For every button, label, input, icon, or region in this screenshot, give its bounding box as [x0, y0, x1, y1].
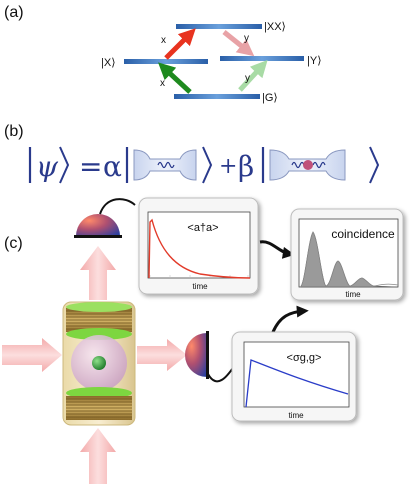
arrow-y-lower [238, 59, 268, 92]
quantum-dot [92, 356, 106, 370]
inset-cavity-photon-number: <a†a> time [138, 197, 259, 295]
coincidence-envelope [299, 231, 399, 288]
arrow-x-upper [164, 28, 196, 60]
arrow-x-lower-label: x [160, 78, 165, 89]
panel-a-label: (a) [4, 4, 24, 21]
inset-qd-population: <σg,g> time [231, 331, 357, 422]
arrow-x-upper-label: x [161, 35, 166, 46]
detector-top-icon [74, 214, 122, 238]
panel-b-label: (b) [4, 123, 24, 140]
micropillar-cavity [62, 301, 136, 426]
level-xx [176, 24, 262, 29]
level-y [220, 56, 304, 61]
psi-symbol: ψ [36, 150, 59, 183]
ket-angle-psi [59, 146, 70, 184]
beta-symbol: β [238, 150, 254, 183]
arrow-qd-to-coincidence [271, 305, 309, 333]
panel-c: (c) [2, 197, 404, 484]
top-bragg-mirror [66, 302, 132, 340]
qd-population-curve [245, 359, 349, 408]
panel-a: (a) |XX⟩ |X⟩ |Y⟩ |G⟩ x y x y [4, 4, 322, 104]
arrow-y-upper [222, 30, 255, 57]
wire-top-detector [99, 198, 136, 215]
inset-coincidence-title: coincidence [331, 227, 395, 241]
level-x [124, 59, 208, 64]
wire-side-detector [207, 364, 236, 383]
cavity-population-curve [148, 218, 251, 279]
inset-coincidence-xlabel: time [345, 290, 361, 299]
ket-angle-alpha [202, 146, 213, 184]
panel-b: (b) ψ = α + β [4, 123, 380, 184]
arrow-x-lower [158, 62, 192, 94]
ket-angle-beta [369, 146, 380, 184]
panel-c-label: (c) [4, 235, 23, 252]
bottom-bragg-mirror [66, 387, 132, 420]
inset-coincidence: coincidence time [290, 208, 404, 301]
emission-arrow-up [80, 246, 116, 300]
level-g [174, 94, 260, 99]
state-y-label: |Y⟩ [307, 55, 322, 67]
cavity-photon-icon [133, 149, 197, 181]
laser-arrow-bottom [80, 428, 116, 484]
cavity-dot-photon-icon [269, 149, 346, 181]
state-x-label: |X⟩ [101, 57, 116, 69]
inset-cavity-xlabel: time [192, 282, 208, 291]
arrow-y-upper-label: y [244, 33, 249, 44]
alpha-symbol: α [103, 150, 122, 183]
state-xx-label: |XX⟩ [264, 21, 286, 33]
state-g-label: |G⟩ [262, 92, 278, 104]
arrow-y-lower-label: y [245, 73, 250, 84]
equals-sign: = [79, 150, 102, 183]
arrow-cavity-to-coincidence [259, 240, 295, 259]
inset-qd-xlabel: time [288, 411, 304, 420]
plus-sign: + [219, 154, 237, 179]
detector-side-icon [185, 331, 209, 379]
laser-arrow-left [2, 338, 62, 372]
inset-qd-title: <σg,g> [287, 352, 322, 364]
inset-cavity-title: <a†a> [187, 222, 218, 234]
emission-arrow-right [137, 339, 187, 371]
